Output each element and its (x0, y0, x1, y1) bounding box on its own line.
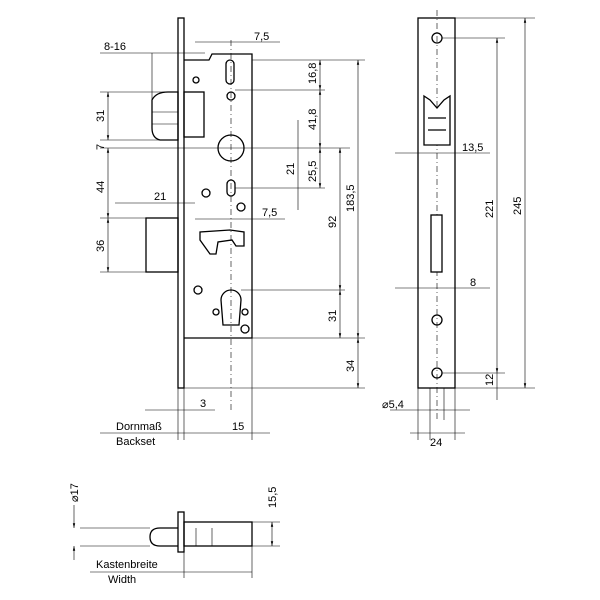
dim-backset-range: 8-16 (104, 41, 126, 53)
front-dimension-labels: 8-16 7,5 31 7 44 21 36 16,8 41,8 21 25,5… (95, 31, 357, 448)
bottom-dimension-labels: ⌀17 15,5 Kastenbreite Width (69, 483, 279, 586)
side-view (390, 10, 535, 440)
dim-latch-diameter: ⌀17 (69, 483, 81, 502)
dim-follower-width: 13,5 (462, 142, 483, 154)
dim-follower-to-screw: 25,5 (307, 161, 319, 182)
label-backset-de: Dornmaß (116, 421, 162, 433)
lock-case (184, 53, 253, 339)
latch-mechanism (183, 91, 205, 138)
faceplate-bottom (177, 511, 185, 553)
dead-bolt (145, 217, 179, 273)
dim-hole-diameter: ⌀5,4 (382, 399, 404, 411)
dim-faceplate-thickness: 3 (200, 398, 206, 410)
mounting-hole-middle (431, 314, 443, 326)
dim-plate-width: 24 (430, 437, 442, 449)
dim-follower-to-bolt: 44 (95, 181, 107, 193)
label-width-en: Width (108, 574, 136, 586)
bolt-slot (430, 214, 443, 273)
dim-bolt-offset: 7,5 (262, 207, 277, 219)
bolt-mechanism (199, 229, 245, 255)
latch-bolt (151, 91, 179, 141)
dim-hole-offset: 12 (484, 374, 496, 386)
latch-front (423, 94, 451, 146)
faceplate-side (417, 17, 456, 389)
dim-latch-height: 31 (95, 110, 107, 122)
dim-gap: 7 (95, 144, 107, 150)
dim-latch-to-follower: 41,8 (307, 109, 319, 130)
dim-top-to-latch: 16,8 (307, 63, 319, 84)
dim-follower-to-cylinder: 92 (327, 216, 339, 228)
dim-case-depth: 15,5 (267, 487, 279, 508)
case-bottom (183, 521, 253, 547)
bottom-view (72, 505, 280, 578)
dim-bolt-projection: 21 (154, 191, 166, 203)
dim-bottom-plate: 34 (345, 360, 357, 372)
dim-slot-width: 8 (470, 277, 476, 289)
label-backset-en: Backset (116, 436, 155, 448)
dim-latch-top-offset: 7,5 (254, 31, 269, 43)
front-view (100, 17, 365, 440)
dim-hole-spacing: 221 (484, 200, 496, 218)
latch-slot (225, 59, 235, 85)
latch-bottom (149, 527, 178, 547)
cylinder-hole (220, 289, 242, 326)
screw-icons (192, 76, 250, 334)
side-dimension-labels: 13,5 8 221 245 12 ⌀5,4 24 (382, 142, 524, 449)
dim-plate-length: 245 (512, 197, 524, 215)
label-width-de: Kastenbreite (96, 559, 158, 571)
dim-follower-offset: 21 (285, 163, 297, 175)
dim-bolt-height: 36 (95, 240, 107, 252)
dim-backset: 15 (232, 421, 244, 433)
dim-overall-case: 183,5 (345, 184, 357, 212)
dim-cylinder-to-bottom: 31 (327, 310, 339, 322)
